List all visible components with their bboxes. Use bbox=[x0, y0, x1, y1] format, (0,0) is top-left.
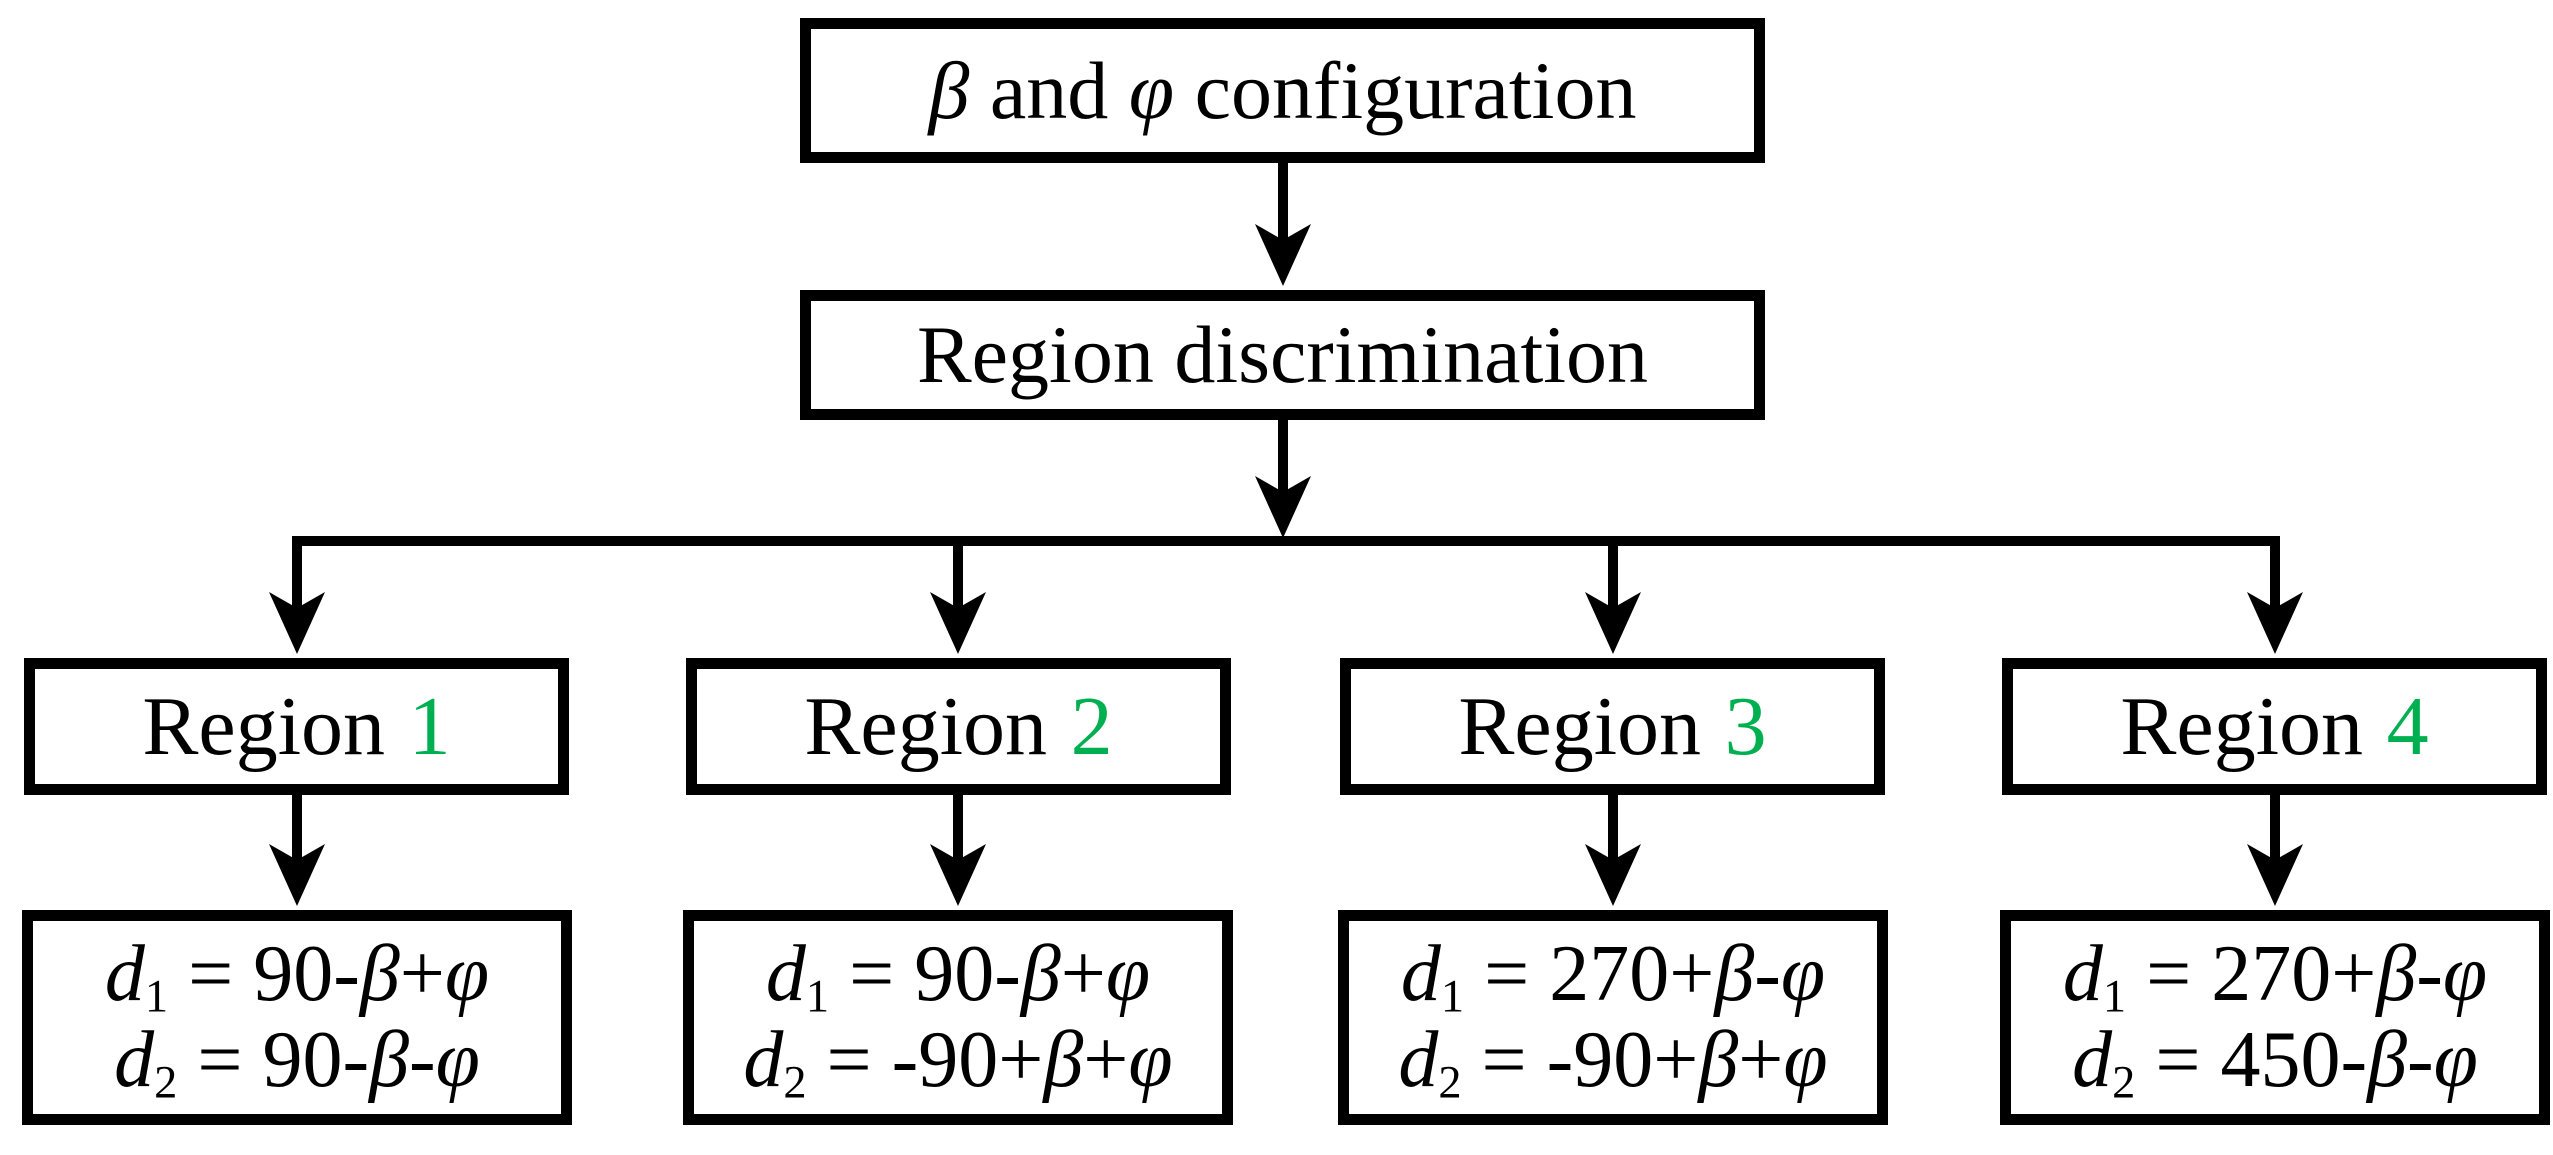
region-1-formula-box: d1 = 90-β+φ d2 = 90-β-φ bbox=[22, 910, 572, 1125]
region-number: 3 bbox=[1724, 680, 1767, 773]
arrowhead-icon bbox=[269, 844, 325, 906]
formula-subscript: 2 bbox=[1438, 1057, 1462, 1109]
region-number: 1 bbox=[408, 680, 451, 773]
formula-variable: d bbox=[2062, 929, 2103, 1018]
config-box-label: β and φ configuration bbox=[928, 44, 1637, 136]
formula-subscript: 2 bbox=[154, 1057, 178, 1109]
region-number: 4 bbox=[2386, 680, 2429, 773]
region-4-formula-box: d1 = 270+β-φ d2 = 450-β-φ bbox=[2000, 910, 2550, 1125]
formula-variable: d bbox=[743, 1015, 784, 1104]
region-number: 2 bbox=[1070, 680, 1113, 773]
arrow-branch-to-region-4 bbox=[2247, 536, 2303, 654]
formula-variable: d bbox=[1398, 1015, 1439, 1104]
formula-variable: d bbox=[1400, 929, 1441, 1018]
arrow-region-1-to-formula bbox=[269, 793, 325, 906]
arrowhead-icon bbox=[1255, 224, 1311, 286]
formula-d2: d2 = -90+β+φ bbox=[743, 1015, 1173, 1106]
arrow-region-3-to-formula bbox=[1585, 793, 1641, 906]
region-word: Region bbox=[1458, 680, 1702, 773]
formula-expression: = 270+β-φ bbox=[2146, 929, 2488, 1018]
formula-variable: d bbox=[765, 929, 806, 1018]
formula-variable: d bbox=[104, 929, 145, 1018]
formula-d2: d2 = 90-β-φ bbox=[114, 1015, 480, 1106]
region-word: Region bbox=[2120, 680, 2364, 773]
arrowhead-icon bbox=[930, 844, 986, 906]
formula-variable: d bbox=[114, 1015, 155, 1104]
arrow-branch-to-region-1 bbox=[269, 536, 325, 654]
arrowhead-icon bbox=[1255, 476, 1311, 538]
arrow-region-2-to-formula bbox=[930, 793, 986, 906]
arrowhead-icon bbox=[269, 592, 325, 654]
arrow-region-4-to-formula bbox=[2247, 793, 2303, 906]
formula-d2: d2 = 450-β-φ bbox=[2072, 1015, 2478, 1106]
formula-variable: d bbox=[2072, 1015, 2113, 1104]
formula-d1: d1 = 90-β+φ bbox=[104, 929, 490, 1020]
region-2-formula-box: d1 = 90-β+φ d2 = -90+β+φ bbox=[683, 910, 1233, 1125]
formula-subscript: 2 bbox=[2112, 1057, 2136, 1109]
formula-expression: = 270+β-φ bbox=[1484, 929, 1826, 1018]
formula-expression: = 90-β+φ bbox=[849, 929, 1151, 1018]
formula-subscript: 1 bbox=[1440, 971, 1465, 1023]
arrow-discrimination-to-branch bbox=[1255, 418, 1311, 538]
formula-subscript: 1 bbox=[2102, 971, 2127, 1023]
arrow-config-to-discrimination bbox=[1255, 160, 1311, 286]
formula-expression: = 450-β-φ bbox=[2155, 1015, 2478, 1104]
formula-expression: = 90-β+φ bbox=[188, 929, 490, 1018]
config-box: β and φ configuration bbox=[800, 18, 1765, 163]
region-3-formula-box: d1 = 270+β-φ d2 = -90+β+φ bbox=[1338, 910, 1888, 1125]
arrowhead-icon bbox=[2247, 844, 2303, 906]
formula-d2: d2 = -90+β+φ bbox=[1398, 1015, 1828, 1106]
arrowhead-icon bbox=[2247, 592, 2303, 654]
formula-d1: d1 = 90-β+φ bbox=[765, 929, 1151, 1020]
formula-d1: d1 = 270+β-φ bbox=[2062, 929, 2488, 1020]
arrowhead-icon bbox=[1585, 592, 1641, 654]
formula-subscript: 1 bbox=[805, 971, 830, 1023]
arrowhead-icon bbox=[930, 592, 986, 654]
formula-d1: d1 = 270+β-φ bbox=[1400, 929, 1826, 1020]
formula-subscript: 2 bbox=[783, 1057, 807, 1109]
region-word: Region bbox=[804, 680, 1048, 773]
formula-subscript: 1 bbox=[144, 971, 169, 1023]
region-word: Region bbox=[142, 680, 386, 773]
arrowhead-icon bbox=[1585, 844, 1641, 906]
region-discrimination-label: Region discrimination bbox=[916, 309, 1649, 400]
formula-expression: = -90+β+φ bbox=[1481, 1015, 1828, 1104]
formula-expression: = -90+β+φ bbox=[826, 1015, 1173, 1104]
arrow-branch-to-region-2 bbox=[930, 536, 986, 654]
formula-expression: = 90-β-φ bbox=[197, 1015, 480, 1104]
region-discrimination-box: Region discrimination bbox=[800, 290, 1765, 420]
arrow-branch-to-region-3 bbox=[1585, 536, 1641, 654]
